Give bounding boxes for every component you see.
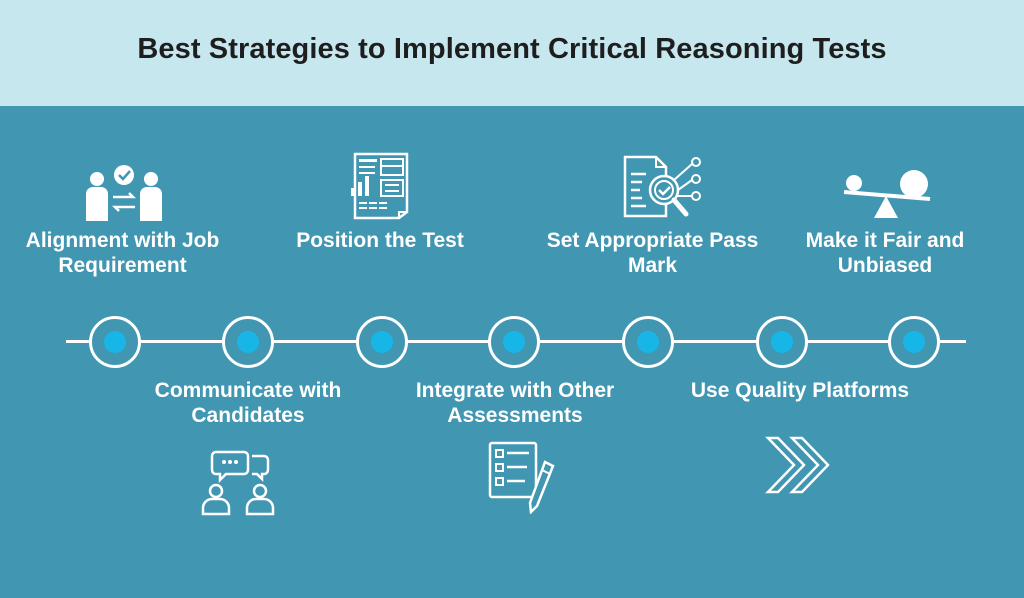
timeline-node-dot <box>637 331 659 353</box>
timeline-node-dot <box>903 331 925 353</box>
step-label-line: Use Quality Platforms <box>690 379 910 402</box>
page-title: Best Strategies to Implement Critical Re… <box>137 33 887 65</box>
timeline-node-dot <box>503 331 525 353</box>
step-label-line: Position the Test <box>296 229 464 252</box>
step-label-line: Integrate with Other <box>415 379 615 402</box>
timeline-node <box>888 316 940 368</box>
step-label-pass-mark: Set Appropriate Pass Mark <box>525 228 780 278</box>
header-banner: Best Strategies to Implement Critical Re… <box>0 0 1024 106</box>
step-label-line: Alignment with Job <box>25 229 220 252</box>
timeline-node-dot <box>237 331 259 353</box>
step-label-quality: Use Quality Platforms <box>660 378 940 403</box>
step-label-position: Position the Test <box>265 228 495 253</box>
step-label-line: Communicate with <box>154 379 342 402</box>
timeline-node <box>756 316 808 368</box>
step-label-alignment: Alignment with Job Requirement <box>10 228 235 278</box>
step-label-integrate: Integrate with Other Assessments <box>390 378 640 428</box>
step-label-line: Assessments <box>447 404 583 427</box>
step-label-line: Set Appropriate Pass <box>546 229 759 252</box>
timeline-node-dot <box>104 331 126 353</box>
chat-people-icon <box>200 446 276 516</box>
team-alignment-icon <box>84 163 164 221</box>
step-label-line: Mark <box>627 254 678 277</box>
timeline-node <box>488 316 540 368</box>
step-label-line: Requirement <box>58 254 187 277</box>
seesaw-balance-icon <box>838 166 934 222</box>
checklist-pencil-icon <box>487 440 557 514</box>
timeline-node-dot <box>771 331 793 353</box>
timeline-node <box>356 316 408 368</box>
timeline-node <box>89 316 141 368</box>
timeline-node <box>622 316 674 368</box>
report-document-icon <box>349 152 411 220</box>
step-label-fair: Make it Fair and Unbiased <box>780 228 990 278</box>
timeline-node-dot <box>371 331 393 353</box>
step-label-line: Candidates <box>191 404 305 427</box>
step-label-communicate: Communicate with Candidates <box>130 378 366 428</box>
double-chevron-icon <box>764 434 834 496</box>
step-label-line: Make it Fair and <box>805 229 965 252</box>
step-label-line: Unbiased <box>837 254 933 277</box>
document-magnifier-icon <box>622 154 704 222</box>
timeline-node <box>222 316 274 368</box>
